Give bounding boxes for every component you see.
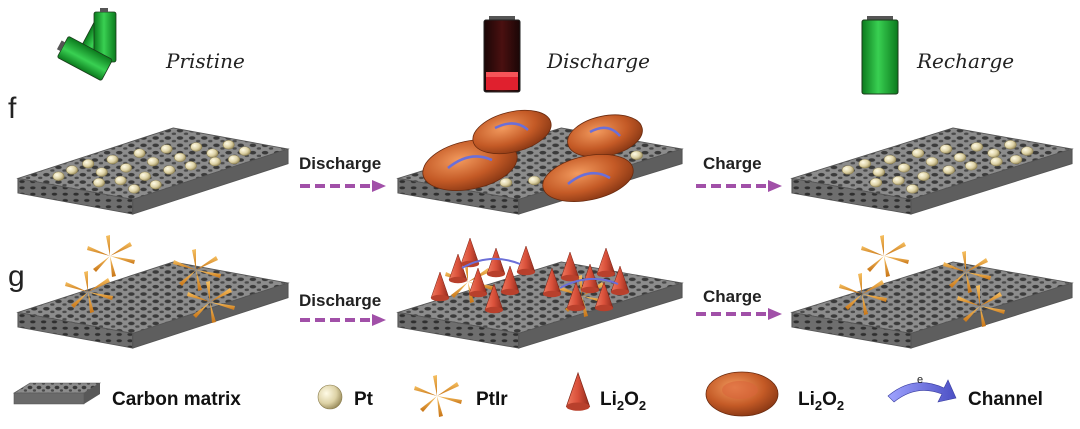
g-arrow1 xyxy=(300,314,386,326)
f-recharge-panel xyxy=(791,127,1073,215)
row-letter-f: f xyxy=(8,92,17,125)
legend-channel-arrow-icon xyxy=(887,379,957,403)
stage-label-discharge: Discharge xyxy=(546,49,650,73)
g-discharge-panel xyxy=(397,237,683,349)
stage-label-recharge: Recharge xyxy=(916,49,1014,73)
legend-li2o2-cone-label: Li2O2 xyxy=(600,389,646,413)
g-recharge-panel xyxy=(791,235,1073,349)
g-arrow1-label: Discharge xyxy=(299,291,381,310)
f-arrow2-label: Charge xyxy=(703,154,762,173)
legend-li2o2-disc-swatch xyxy=(705,371,779,417)
f-arrow2 xyxy=(696,180,782,192)
legend-li2o2-cone-swatch xyxy=(565,372,591,412)
g-pristine-panel xyxy=(17,235,289,349)
g-arrow2 xyxy=(696,308,782,320)
battery-discharge-icon xyxy=(483,16,521,93)
f-arrow1 xyxy=(300,180,386,192)
f-pristine-panel xyxy=(17,127,289,215)
f-discharge-panel xyxy=(397,109,683,215)
f-arrow1-label: Discharge xyxy=(299,154,381,173)
legend-ptir-swatch xyxy=(414,375,462,417)
row-letter-g: g xyxy=(8,260,25,293)
legend-carbon-swatch xyxy=(12,382,102,405)
legend-pt-label: Pt xyxy=(354,389,374,410)
legend-electron-label: e xyxy=(917,374,923,386)
stage-label-pristine: Pristine xyxy=(165,49,245,73)
g-arrow2-label: Charge xyxy=(703,287,762,306)
legend-pt-swatch xyxy=(317,384,343,410)
li2o2-discs xyxy=(422,109,643,202)
legend-li2o2-disc-label: Li2O2 xyxy=(798,389,844,413)
legend-carbon-matrix-label: Carbon matrix xyxy=(112,389,241,410)
legend-channel-label: Channel xyxy=(968,389,1043,410)
legend: Carbon matrix Pt PtIr Li2O2 Li2O2 e Chan… xyxy=(12,371,1043,417)
legend-ptir-label: PtIr xyxy=(476,389,508,410)
battery-pristine-icon xyxy=(56,8,117,81)
battery-recharge-icon xyxy=(861,16,899,95)
